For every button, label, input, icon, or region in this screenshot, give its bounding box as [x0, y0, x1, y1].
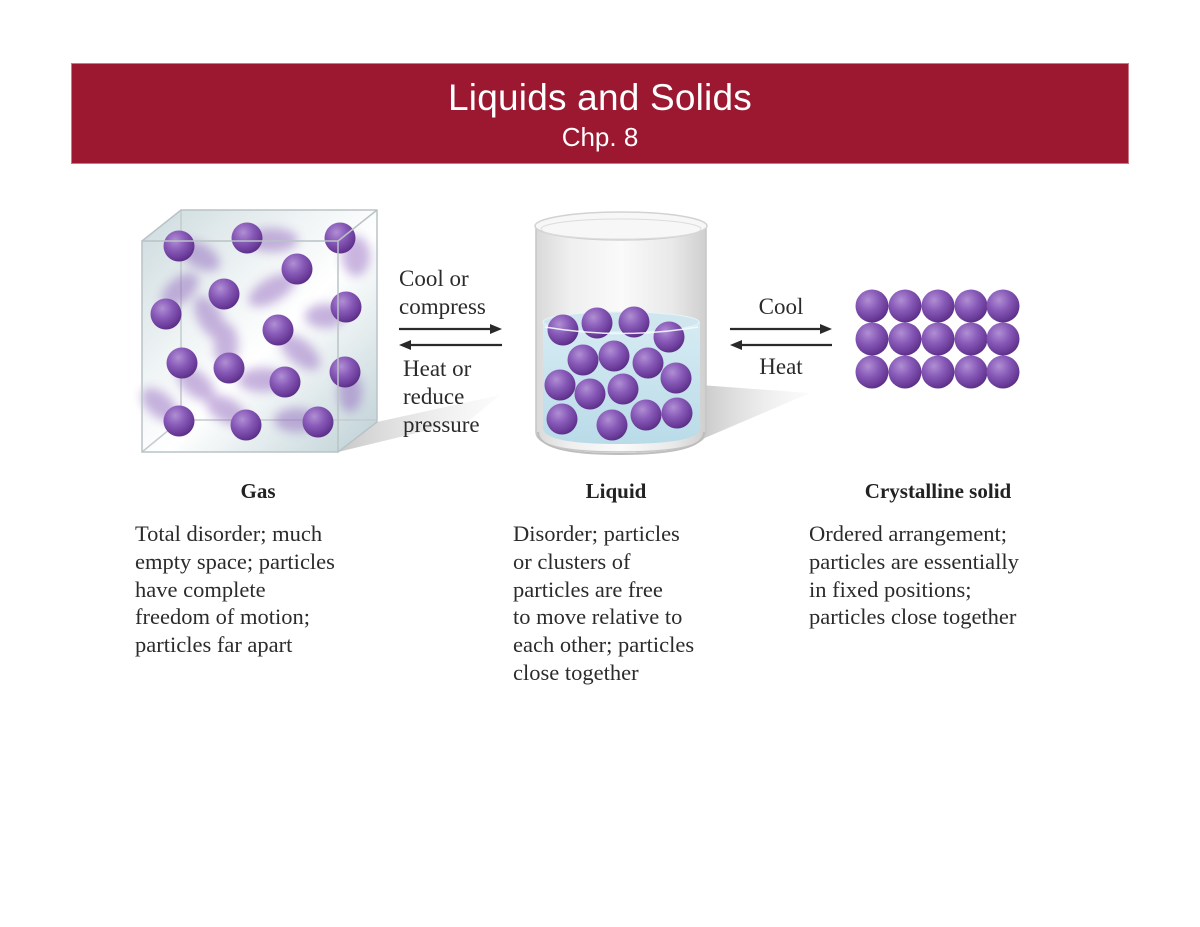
description-line: particles far apart: [135, 632, 293, 658]
gas-liquid-arrows: [399, 324, 502, 350]
title-banner: Liquids and Solids Chp. 8: [72, 64, 1128, 163]
cool-or-compress-label: Cool or compress: [399, 265, 486, 321]
label-line: compress: [399, 294, 486, 319]
solid-particles-lattice: [855, 289, 1020, 389]
slide-title: Liquids and Solids: [448, 77, 752, 118]
description-line: particles are essentially: [809, 548, 1019, 574]
crystalline-solid-description: Ordered arrangement; particles are essen…: [809, 520, 1019, 631]
description-line: Total disorder; much: [135, 521, 323, 546]
description-line: empty space; particles: [135, 548, 335, 574]
description-line: have complete: [135, 576, 266, 602]
label-line: Heat or: [403, 356, 472, 381]
description-line: freedom of motion;: [135, 604, 310, 630]
description-line: to move relative to: [513, 604, 683, 630]
liquid-solid-arrows: [730, 324, 832, 350]
heat-or-reduce-pressure-label: Heat or reduce pressure: [403, 355, 480, 439]
cube-shadow: [338, 395, 500, 452]
heat-label: Heat: [759, 354, 803, 379]
description-line: in fixed positions;: [809, 576, 972, 602]
description-line: each other; particles: [513, 632, 695, 658]
gas-heading: Gas: [240, 479, 276, 503]
label-line: Cool or: [399, 266, 469, 291]
cool-label: Cool: [758, 294, 804, 319]
description-line: particles are free: [513, 576, 663, 602]
beaker-shadow: [700, 385, 810, 440]
description-line: close together: [513, 659, 639, 685]
description-line: particles close together: [809, 604, 1017, 630]
liquid-particles: [544, 306, 693, 441]
liquid-heading: Liquid: [585, 479, 647, 503]
label-line: pressure: [403, 412, 480, 437]
slide-subtitle: Chp. 8: [561, 122, 639, 152]
gas-description: Total disorder; much empty space; partic…: [135, 520, 335, 659]
description-line: Ordered arrangement;: [809, 521, 1008, 546]
description-line: Disorder; particles: [513, 521, 680, 546]
liquid-description: Disorder; particles or clusters of parti…: [513, 520, 694, 687]
description-line: or clusters of: [513, 548, 631, 574]
label-line: reduce: [403, 384, 465, 409]
liquid-beaker: [534, 211, 708, 456]
crystalline-solid-heading: Crystalline solid: [864, 479, 1012, 503]
gas-container-cube: [141, 209, 378, 453]
